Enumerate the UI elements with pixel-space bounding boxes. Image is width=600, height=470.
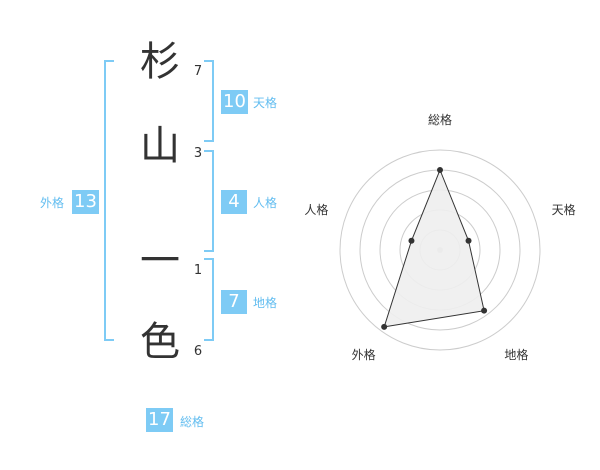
gaikaku-bracket: [104, 60, 114, 341]
soukaku-value: 17: [146, 408, 173, 432]
radar-axis-label-1: 総格: [428, 112, 452, 127]
jinkaku-label: 人格: [253, 196, 278, 210]
name-char-1: 杉: [140, 39, 180, 85]
tenkaku-label: 天格: [253, 96, 278, 110]
gaikaku-label: 外格: [40, 196, 65, 210]
radar-ring-5: [339, 149, 541, 351]
radar-axis-label-5: 人格: [304, 202, 328, 217]
radar-axis-label-4: 外格: [352, 347, 376, 362]
radar-point-4: [381, 323, 388, 330]
tenkaku-value: 10: [221, 90, 248, 114]
radar-axis-label-2: 天格: [552, 202, 576, 217]
radar-point-5: [408, 237, 415, 244]
stroke-count-3: 1: [193, 263, 203, 278]
name-char-2: 山: [140, 123, 180, 169]
stroke-count-2: 3: [193, 146, 203, 161]
tenkaku-bracket: [204, 60, 214, 142]
jinkaku-value: 4: [221, 190, 247, 214]
radar-axis-label-3: 地格: [504, 347, 528, 362]
jinkaku-bracket: [204, 150, 214, 252]
radar-series-polygon: [383, 168, 485, 328]
chikaku-label: 地格: [253, 296, 278, 310]
radar-point-1: [437, 167, 443, 173]
gaikaku-value: 13: [72, 190, 99, 214]
chikaku-bracket: [204, 258, 214, 341]
stroke-count-4: 6: [193, 344, 203, 359]
name-char-4: 色: [140, 319, 180, 365]
radar-point-2: [465, 237, 472, 244]
stroke-count-1: 7: [193, 64, 203, 79]
chikaku-value: 7: [221, 290, 247, 314]
soukaku-label: 総格: [180, 415, 205, 429]
radar-point-3: [481, 307, 488, 314]
name-char-3: 一: [140, 238, 180, 284]
